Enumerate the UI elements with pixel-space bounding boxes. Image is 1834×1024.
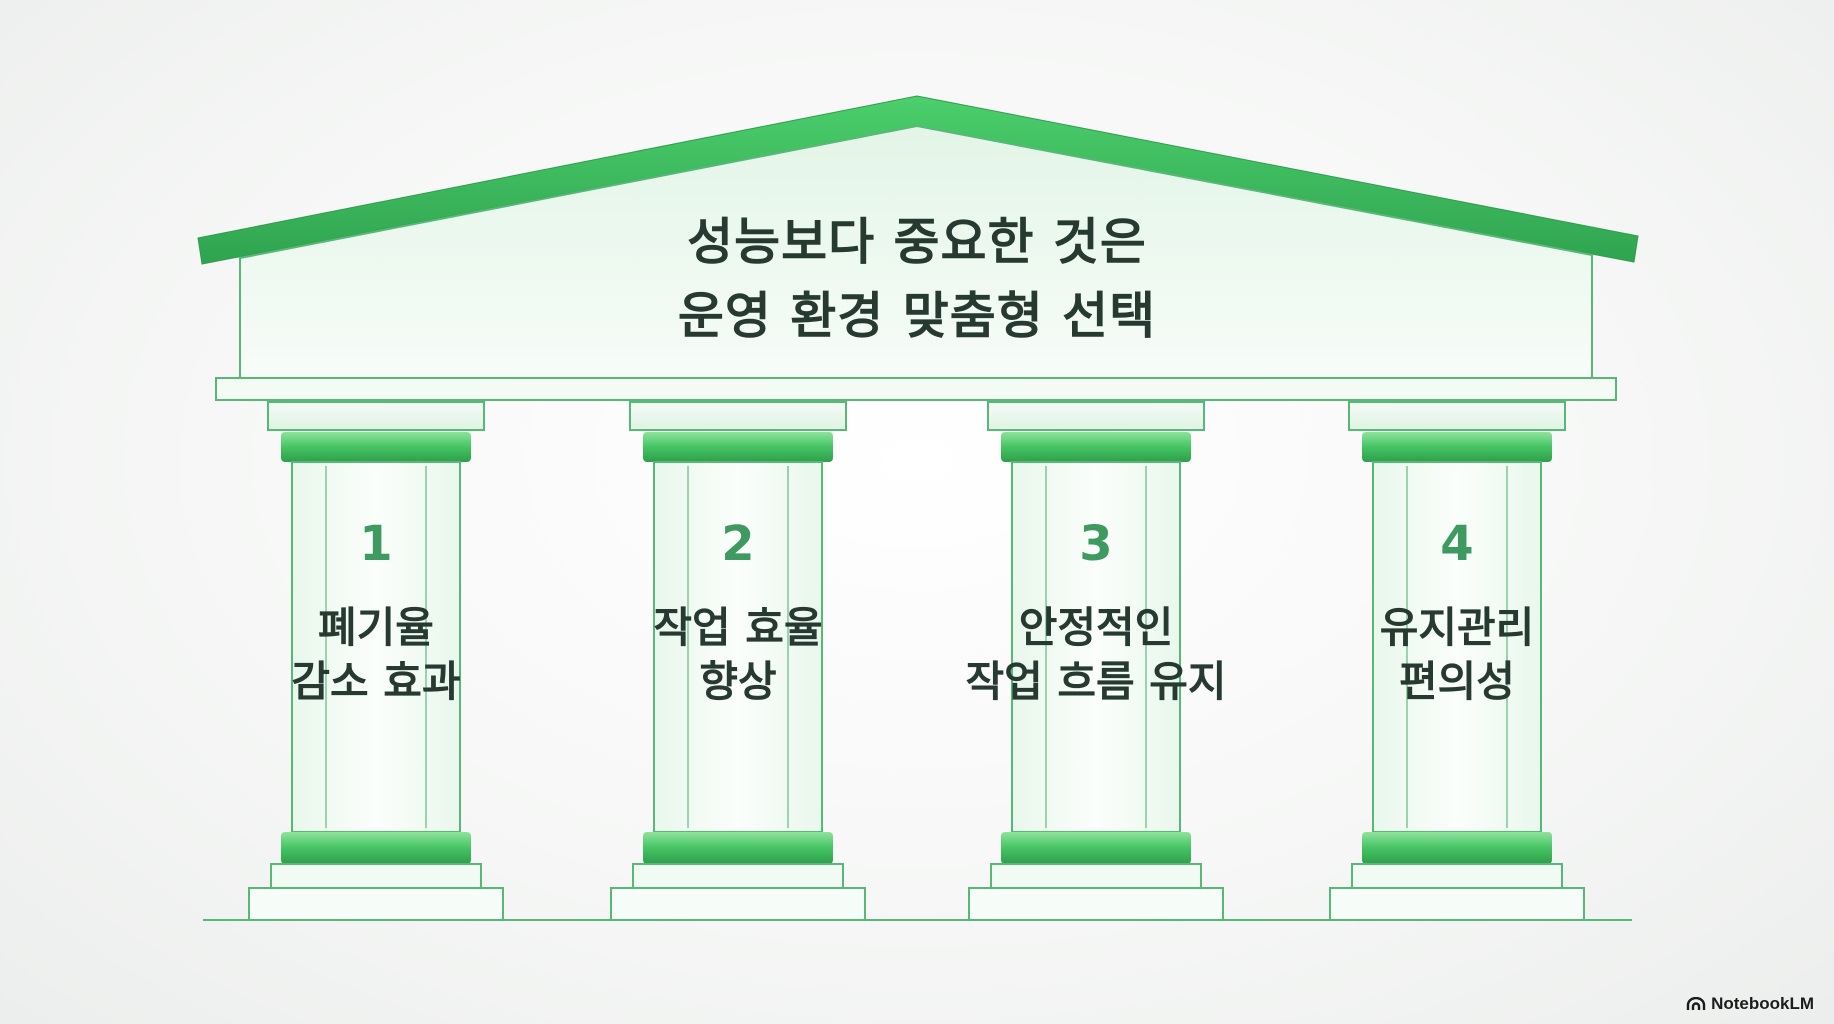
pillar-2-label: 작업 효율 향상	[573, 601, 903, 709]
title-line-1: 성능보다 중요한 것은	[687, 213, 1147, 271]
pillar-2-capital	[629, 401, 847, 431]
pillar-2-label-line-1: 작업 효율	[653, 603, 823, 652]
pillar-1-label-line-2: 감소 효과	[291, 657, 461, 706]
pillar-2-number: 2	[721, 516, 755, 572]
pillar-4-top-band	[1362, 432, 1552, 462]
pillar-1-number: 1	[359, 516, 393, 572]
pillar-4-capital	[1348, 401, 1566, 431]
pillar-3	[968, 401, 1224, 921]
pillar-1-top-band	[281, 432, 471, 462]
pillar-2	[610, 401, 866, 921]
pillar-1-label: 폐기율 감소 효과	[211, 601, 541, 709]
pillars	[248, 401, 1585, 921]
pillar-3-capital	[987, 401, 1205, 431]
pillar-4	[1329, 401, 1585, 921]
pillar-3-label-line-2: 작업 흐름 유지	[965, 657, 1227, 706]
pillar-4-base-step-lower	[1329, 887, 1585, 921]
pillar-2-shaft	[653, 461, 823, 833]
pillar-1-capital	[267, 401, 485, 431]
pillar-2-base-step-upper	[632, 863, 844, 889]
pillar-4-label-line-2: 편의성	[1399, 657, 1515, 706]
pillar-3-label: 안정적인 작업 흐름 유지	[931, 601, 1261, 709]
pillar-1-base-step-upper	[270, 863, 482, 889]
brand-label: NotebookLM	[1711, 994, 1814, 1013]
pillar-4-base-step-upper	[1351, 863, 1563, 889]
pillar-3-label-line-1: 안정적인	[1018, 603, 1174, 652]
pillar-3-base-step-upper	[990, 863, 1202, 889]
pillar-3-number: 3	[1079, 516, 1113, 572]
pillar-1-label-line-1: 폐기율	[318, 603, 434, 652]
pillar-4-label: 유지관리 편의성	[1292, 601, 1622, 709]
pillar-1-bottom-band	[281, 832, 471, 864]
pillar-3-top-band	[1001, 432, 1191, 462]
pillar-3-base-step-lower	[968, 887, 1224, 921]
pillar-2-bottom-band	[643, 832, 833, 864]
notebooklm-brand: NotebookLM	[1686, 994, 1814, 1014]
roof	[197, 95, 1639, 265]
pillar-2-top-band	[643, 432, 833, 462]
pillar-1	[248, 401, 504, 921]
pillar-4-bottom-band	[1362, 832, 1552, 864]
title-line-2: 운영 환경 맞춤형 선택	[677, 287, 1157, 345]
pillar-1-base-step-lower	[248, 887, 504, 921]
pillar-4-label-line-1: 유지관리	[1379, 603, 1535, 652]
pillar-3-bottom-band	[1001, 832, 1191, 864]
pillar-2-label-line-2: 향상	[699, 657, 777, 706]
pillar-4-number: 4	[1440, 516, 1474, 572]
pillar-1-shaft	[291, 461, 461, 833]
pillar-4-shaft	[1372, 461, 1542, 833]
pillar-3-shaft	[1011, 461, 1181, 833]
pillar-2-base-step-lower	[610, 887, 866, 921]
notebooklm-logo-icon	[1686, 997, 1706, 1010]
entablature	[215, 377, 1617, 401]
pediment	[239, 124, 1593, 379]
